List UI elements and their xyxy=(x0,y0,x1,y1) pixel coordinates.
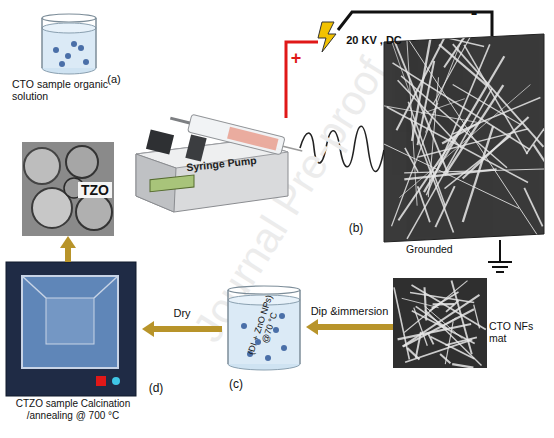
step-label: (b) xyxy=(349,221,364,235)
edge-label: Dip &immersion xyxy=(311,305,389,317)
voltage-label: 20 KV , DC xyxy=(346,34,402,46)
node-label: CTO NFs mat xyxy=(489,320,549,344)
ground-symbol xyxy=(496,271,504,273)
step-label: (d) xyxy=(149,381,164,395)
tem-image: TZO xyxy=(22,142,114,236)
node-label: CTZO sample Calcination /annealing @ 700… xyxy=(8,398,138,421)
nanofiber-mat: CTO NFs mat xyxy=(393,278,550,368)
arrow-head xyxy=(60,236,76,248)
collector-plate-art xyxy=(378,28,548,260)
arrow-shaft xyxy=(65,246,71,262)
process-arrow xyxy=(306,319,393,335)
step-label: (c) xyxy=(229,377,243,391)
collector-plate: Grounded xyxy=(378,28,548,260)
syringe-pump-art xyxy=(128,96,300,214)
arrow-head xyxy=(306,319,318,335)
znO-beaker: (DI + ZnO NPs) @70 °C xyxy=(222,286,306,372)
solution-beaker: CTO sample organic solution xyxy=(8,14,128,106)
edge-label: Dry xyxy=(173,307,190,319)
node-label: Grounded xyxy=(406,243,506,255)
polarity-sign: - xyxy=(471,1,478,24)
positive-wire xyxy=(286,42,318,118)
process-arrow xyxy=(60,236,76,262)
high-voltage-symbol xyxy=(318,22,336,52)
polarity-sign: + xyxy=(291,48,302,69)
syringe-pump: Syringe Pump xyxy=(128,96,300,214)
ground-symbol xyxy=(488,261,512,263)
ground-symbol xyxy=(492,266,508,268)
edge-label: (a) xyxy=(107,73,120,85)
node-label: TZO xyxy=(78,182,112,198)
arrow-shaft xyxy=(316,324,393,330)
arrow-head xyxy=(142,321,154,337)
negative-wire xyxy=(338,12,492,36)
ground-wire xyxy=(499,240,501,262)
furnace: CTZO sample Calcination /annealing @ 700… xyxy=(6,262,142,436)
